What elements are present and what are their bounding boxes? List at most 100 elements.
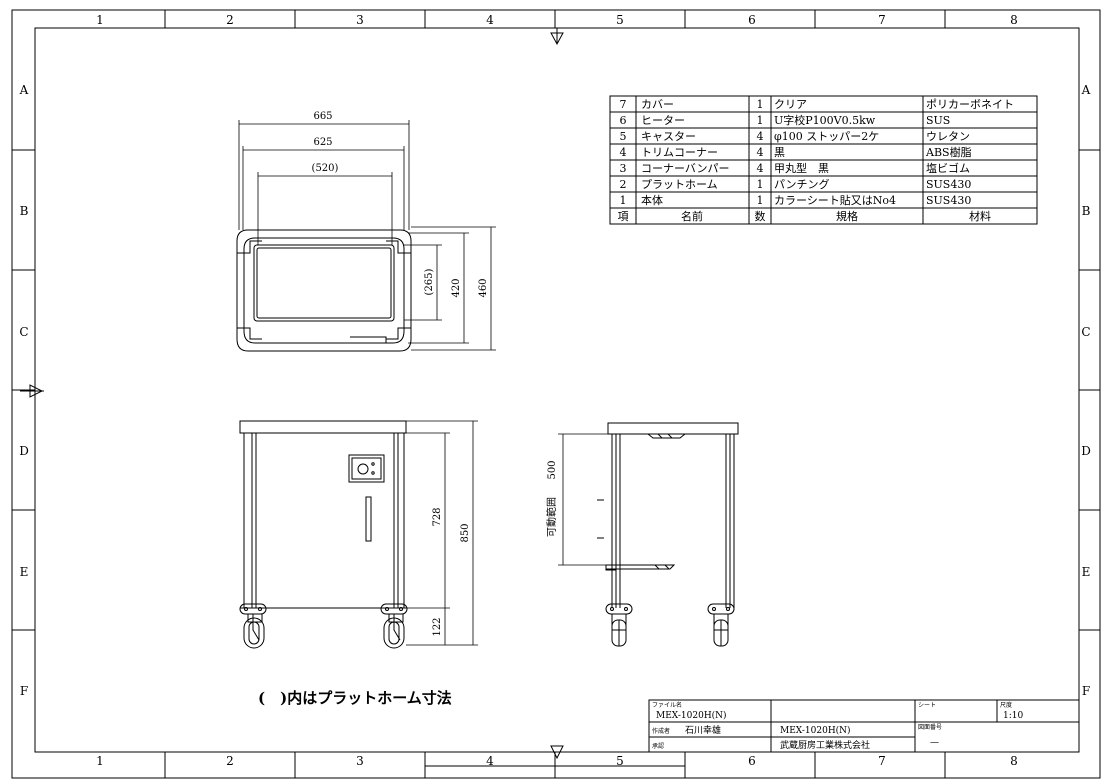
bom-cell-spec: φ100 ストッパー2ケ [774,130,879,143]
dim-front-height-body: 728 [432,507,443,526]
grid-row-label-right: C [1081,325,1090,339]
bom-cell-no: 6 [620,114,627,127]
bom-cell-qty: 4 [757,130,764,143]
bom-header-cell: 数 [755,210,766,223]
bom-cell-name: トリムコーナー [641,146,718,159]
bom-cell-name: 本体 [641,193,663,207]
grid-col-label-bottom: 3 [356,754,364,768]
front-view-dimensions [406,420,478,646]
grid-row-label-right: A [1081,83,1091,97]
grid-col-label-top: 6 [748,13,756,27]
grid-row-label-left: D [19,444,29,458]
bom-cell-qty: 4 [757,146,764,159]
bom-cell-no: 3 [620,162,627,175]
dim-top-depth-outer: 460 [478,278,489,297]
bom-cell-spec: カラーシート貼又はNo4 [774,193,896,207]
top-view-dimensions [238,120,496,351]
tb-company: 武蔵厨房工業株式会社 [780,739,870,751]
tb-sheet-label: シート [918,702,936,709]
grid-row-label-left: E [20,565,29,579]
tb-scale-label: 尺度 [1000,701,1012,709]
tb-author-value: 石川幸雄 [685,724,721,736]
tb-drawing-no-value: — [930,738,939,748]
grid-row-label-left: B [20,204,29,218]
bom-cell-spec: 黒 [774,146,785,159]
grid-col-label-bottom: 7 [878,754,886,768]
grid-row-label-left: F [20,684,28,698]
title-block-grid [648,699,1080,753]
bom-cell-name: キャスター [641,130,696,143]
tb-author-label: 作成者 [652,727,670,735]
top-view [236,229,412,352]
side-view-dimensions [558,433,612,566]
grid-row-label-right: D [1081,444,1091,458]
centering-mark-bottom [550,745,564,760]
grid-ticks [12,10,1100,778]
bom-table-grid [609,95,1038,225]
bom-cell-material: ABS樹脂 [925,145,972,159]
door-handle [365,496,372,542]
bom-cell-no: 4 [620,146,627,159]
bom-cell-material: SUS430 [926,194,971,207]
dim-top-width-outer: 665 [313,111,332,122]
grid-col-label-top: 3 [356,13,364,27]
dim-front-caster-height: 122 [432,617,443,636]
bom-cell-material: SUS [926,114,950,127]
tb-file-value: MEX-1020H(N) [656,710,727,721]
bom-cell-name: コーナーバンパー [641,162,729,175]
dim-top-depth-platform: (265) [424,268,435,295]
dim-top-width-mid: 625 [313,137,332,148]
bom-header-cell: 材料 [969,209,991,223]
centering-mark-top [550,32,564,46]
grid-col-label-top: 7 [878,13,886,27]
bom-cell-qty: 4 [757,162,764,175]
tb-scale-value: 1:10 [1003,711,1023,721]
tb-approval-label: 承認 [652,742,664,750]
bom-header-cell: 名前 [681,209,703,223]
bom-cell-name: プラットホーム [641,178,718,191]
grid-row-label-right: F [1082,684,1090,698]
grid-col-label-top: 1 [96,13,104,27]
bom-cell-spec: 甲丸型 黒 [774,161,829,175]
grid-col-label-bottom: 5 [616,754,624,768]
grid-col-label-top: 2 [226,13,234,27]
bom-cell-qty: 1 [757,98,764,111]
outer-border [11,9,1101,779]
grid-col-label-bottom: 1 [96,754,104,768]
bom-cell-no: 5 [620,130,627,143]
platform-note: ( )内はプラットホーム寸法 [258,689,452,707]
tb-model: MEX-1020H(N) [780,725,851,736]
bom-cell-name: カバー [641,98,674,111]
bom-cell-spec: パンチング [774,177,830,191]
bom-header-cell: 規格 [836,209,858,223]
bom-cell-no: 1 [620,194,627,207]
grid-col-label-top: 8 [1010,13,1018,27]
control-panel [348,454,385,483]
bom-cell-qty: 1 [757,194,764,207]
grid-col-label-bottom: 4 [486,754,494,768]
grid-row-label-left: C [19,325,28,339]
grid-row-label-right: E [1082,565,1091,579]
side-view [597,422,739,647]
grid-col-label-bottom: 8 [1010,754,1018,768]
bom-cell-material: ウレタン [926,130,970,143]
bom-header-cell: 項 [618,210,629,223]
grid-col-label-top: 5 [616,13,624,27]
dim-top-depth-mid: 420 [451,278,462,297]
bom-cell-name: ヒーター [641,114,685,127]
dim-front-height-total: 850 [460,523,471,542]
grid-row-label-right: B [1082,204,1091,218]
grid-row-label-left: A [19,83,29,97]
front-view [239,420,408,649]
tb-drawing-no-label: 図面番号 [918,724,942,731]
dim-top-width-platform: (520) [312,163,339,174]
bom-cell-material: SUS430 [926,178,971,191]
dim-side-range-label: 可動範囲 [545,497,558,537]
grid-col-label-bottom: 2 [226,754,234,768]
bom-cell-no: 7 [620,98,627,111]
bom-cell-material: ポリカーボネイト [926,98,1014,111]
bom-cell-qty: 1 [757,178,764,191]
